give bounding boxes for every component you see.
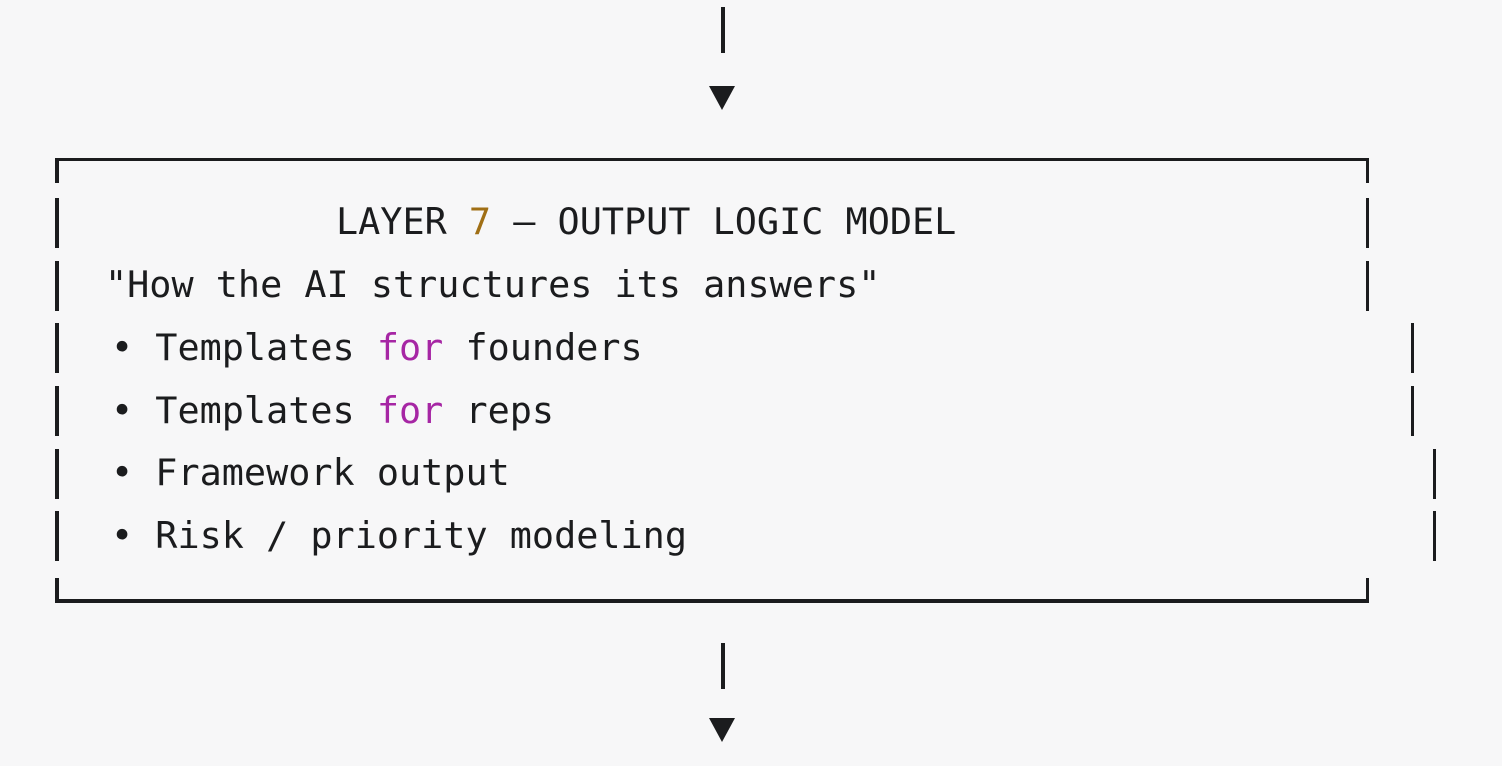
box-corner-top-left: [55, 157, 59, 183]
text-segment: for: [376, 325, 444, 369]
text-segment: for: [376, 388, 444, 432]
text-segment: reps: [443, 388, 555, 432]
text-segment: founders: [443, 325, 643, 369]
box-edge-right-segment: [1432, 511, 1436, 561]
box-border-bottom: [55, 599, 1369, 603]
flow-line-bottom: [720, 643, 725, 689]
text-segment: • Framework output: [111, 451, 510, 495]
box-edge-right-segment: [1365, 260, 1369, 311]
text-segment: • Risk / priority modeling: [111, 513, 687, 557]
box-corner-bottom-left: [55, 577, 59, 603]
box-edge-left-segment: [55, 448, 59, 499]
text-segment: "How the AI structures its answers": [105, 263, 881, 307]
box-corner-top-right: [1365, 157, 1369, 183]
text-segment: LAYER: [336, 200, 469, 244]
box-edge-right-segment: [1432, 448, 1436, 499]
box-corner-bottom-right: [1365, 577, 1369, 603]
box-edge-right-segment: [1410, 323, 1414, 373]
box-edge-left-segment: [55, 260, 59, 311]
text-segment: • Templates: [111, 325, 377, 369]
box-subtitle: "How the AI structures its answers": [105, 254, 880, 317]
bullet-item-framework-output: • Framework output: [111, 442, 510, 505]
flow-line-top: [720, 7, 725, 53]
bullet-item-templates-reps: • Templates for reps: [111, 380, 554, 443]
box-title: LAYER 7 — OUTPUT LOGIC MODEL: [336, 191, 956, 254]
box-edge-left-segment: [55, 198, 59, 248]
text-segment: — OUTPUT LOGIC MODEL: [491, 200, 957, 244]
box-edge-left-segment: [55, 511, 59, 561]
bullet-item-risk-priority: • Risk / priority modeling: [111, 505, 687, 568]
box-edge-left-segment: [55, 386, 59, 436]
box-edge-right-segment: [1410, 386, 1414, 436]
box-border-top: [55, 157, 1369, 161]
box-edge-right-segment: [1365, 198, 1369, 248]
bullet-item-templates-founders: • Templates for founders: [111, 317, 643, 380]
text-segment: • Templates: [111, 388, 377, 432]
arrow-down-top-icon: [709, 86, 735, 110]
arrow-down-bottom-icon: [709, 718, 735, 742]
box-edge-left-segment: [55, 323, 59, 373]
text-segment: 7: [468, 200, 492, 244]
